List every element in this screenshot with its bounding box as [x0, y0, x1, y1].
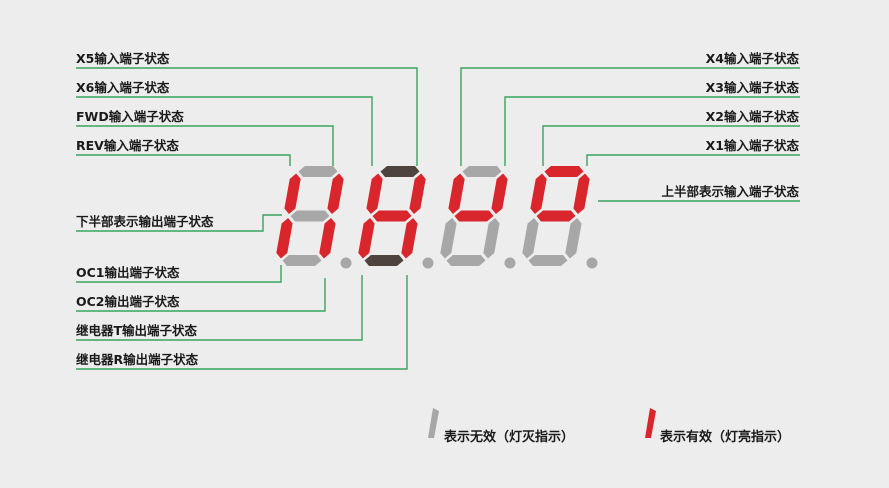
- digit-3-segment-lower-right: [483, 218, 500, 259]
- digit-2-segment-bottom: [364, 255, 404, 266]
- digit-1-segment-middle: [290, 210, 330, 222]
- digit-1-segment-top: [298, 166, 338, 177]
- digit-1-segment-lower-left: [276, 218, 293, 259]
- legend-valid-text: 表示有效（灯亮指示）: [660, 430, 791, 445]
- digit-4-segment-lower-right: [565, 218, 582, 259]
- label-rev-input: REV输入端子状态: [76, 138, 179, 153]
- leader-line-x2: [542, 125, 800, 166]
- label-relay-t-output: 继电器T输出端子状态: [76, 323, 198, 338]
- leader-line-fwd: [76, 125, 334, 166]
- digit-4-segment-top: [544, 166, 584, 177]
- digit-2-segment-lower-left: [358, 218, 375, 259]
- leader-line-x4: [460, 67, 800, 166]
- leader-line-oc1: [76, 265, 282, 283]
- digit-4-decimal-point: [586, 257, 598, 269]
- digit-3-decimal-point: [504, 257, 516, 269]
- digit-3-segment-lower-left: [440, 218, 457, 259]
- label-oc2-output: OC2输出端子状态: [76, 294, 180, 309]
- digit-3-segment-bottom: [446, 255, 486, 266]
- digit-2-segment-lower-right: [401, 218, 418, 259]
- digit-4-segment-lower-left: [522, 218, 539, 259]
- label-x4-input: X4输入端子状态: [705, 51, 799, 66]
- digit-2-decimal-point: [422, 257, 434, 269]
- label-lower-half-output: 下半部表示输出端子状态: [76, 214, 214, 229]
- digit-4-segment-middle: [536, 210, 576, 222]
- legend-invalid-text: 表示无效（灯灭指示）: [444, 430, 575, 445]
- digit-1-segment-upper-right: [327, 173, 344, 214]
- leader-line-x5: [76, 67, 418, 166]
- leader-line-x1: [586, 154, 800, 166]
- digit-4-segment-bottom: [528, 255, 568, 266]
- digit-2-segment-upper-right: [409, 173, 426, 214]
- label-x1-input: X1输入端子状态: [705, 138, 799, 153]
- digit-2-segment-top: [380, 166, 420, 177]
- digit-1-segment-upper-left: [284, 173, 301, 214]
- digit-2-segment-upper-left: [366, 173, 383, 214]
- digit-3-segment-upper-right: [491, 173, 508, 214]
- leader-line-relay-r: [76, 275, 408, 370]
- legend-invalid-swatch: [428, 408, 439, 438]
- leader-line-lower-half: [76, 214, 282, 232]
- label-x3-input: X3输入端子状态: [705, 80, 799, 95]
- label-x5-input: X5输入端子状态: [76, 51, 170, 66]
- leader-line-x3: [504, 96, 800, 166]
- leader-line-relay-t: [76, 275, 363, 341]
- digit-2-segment-middle: [372, 210, 412, 222]
- label-upper-half-input: 上半部表示输入端子状态: [661, 184, 799, 199]
- digit-3-segment-top: [462, 166, 502, 177]
- leader-line-rev: [76, 154, 291, 166]
- digit-1-segment-bottom: [282, 255, 322, 266]
- digit-3-segment-middle: [454, 210, 494, 222]
- label-x6-input: X6输入端子状态: [76, 80, 170, 95]
- digit-1-segment-lower-right: [319, 218, 336, 259]
- digit-4-segment-upper-right: [573, 173, 590, 214]
- label-oc1-output: OC1输出端子状态: [76, 265, 180, 280]
- legend-valid-swatch: [645, 408, 656, 438]
- digit-3-segment-upper-left: [448, 173, 465, 214]
- leader-line-oc2: [76, 278, 326, 312]
- digit-4-segment-upper-left: [530, 173, 547, 214]
- digit-1-decimal-point: [340, 257, 352, 269]
- leader-line-x6: [76, 96, 373, 166]
- label-fwd-input: FWD输入端子状态: [76, 109, 184, 124]
- label-x2-input: X2输入端子状态: [705, 109, 799, 124]
- label-relay-r-output: 继电器R输出端子状态: [76, 352, 199, 367]
